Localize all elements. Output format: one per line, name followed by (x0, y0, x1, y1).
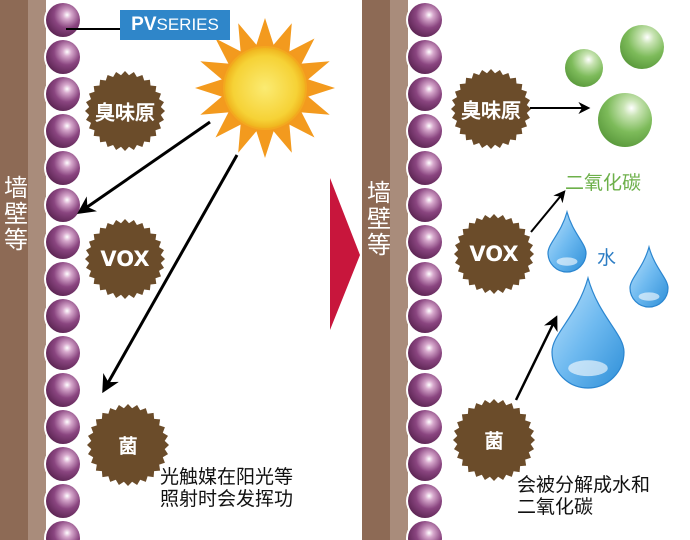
left-caption-line-1: 光触媒在阳光等 (160, 466, 294, 488)
left-photocatalyst-sphere (46, 225, 80, 259)
left-photocatalyst-sphere (46, 299, 80, 333)
right-photocatalyst-sphere (408, 410, 442, 444)
left-photocatalyst-sphere (46, 188, 80, 222)
left-odor-label: 臭味原 (95, 100, 155, 125)
right-photocatalyst-sphere (408, 114, 442, 148)
left-wall-dark (0, 0, 28, 540)
badge-rest: SERIES (156, 15, 219, 34)
left-vox-label: VOX (100, 247, 150, 271)
right-photocatalyst-sphere (408, 262, 442, 296)
left-photocatalyst-sphere (46, 336, 80, 370)
right-vox-label: VOX (469, 242, 519, 266)
right-photocatalyst-sphere (408, 40, 442, 74)
left-odor-blob (85, 71, 165, 151)
left-bacteria-label: 菌 (118, 435, 138, 458)
left-photocatalyst-sphere (46, 410, 80, 444)
left-photocatalyst-sphere (46, 3, 80, 37)
green-molecule (620, 25, 664, 69)
right-bacteria-label: 菌 (484, 430, 504, 453)
left-caption-line-2: 照射时会发挥功 (160, 488, 294, 510)
right-photocatalyst-sphere (408, 447, 442, 481)
right-photocatalyst-sphere (408, 77, 442, 111)
left-photocatalyst-sphere (46, 114, 80, 148)
right-photocatalyst-sphere (408, 3, 442, 37)
left-vox-blob (85, 219, 165, 299)
right-photocatalyst-sphere (408, 225, 442, 259)
water-drop-small (547, 209, 587, 273)
left-caption: 光触媒在阳光等 照射时会发挥功 (160, 466, 293, 510)
water-drop-large-highlight (568, 360, 608, 377)
sunlight-arrow-upper (77, 120, 211, 215)
left-bacteria-blob (87, 404, 169, 486)
green-molecule (565, 49, 603, 87)
water-drop-right (629, 244, 669, 308)
left-photocatalyst-sphere (46, 447, 80, 481)
left-photocatalyst-sphere (46, 40, 80, 74)
water-drop-large (551, 275, 625, 389)
right-photocatalyst-sphere (408, 336, 442, 370)
right-odor-blob (451, 69, 531, 149)
right-wall-light (390, 0, 408, 540)
left-photocatalyst-sphere (46, 151, 80, 185)
sun-core (225, 48, 305, 128)
water-drop-small-highlight (556, 257, 578, 266)
left-photocatalyst-sphere (46, 262, 80, 296)
right-odor-label: 臭味原 (461, 98, 521, 123)
green-molecule (598, 93, 652, 147)
right-vox-blob (454, 214, 534, 294)
right-photocatalyst-sphere (408, 373, 442, 407)
water-drop-right-highlight (638, 292, 660, 301)
right-wall-dark (362, 0, 390, 540)
right-photocatalyst-sphere (408, 188, 442, 222)
right-bacteria-blob (453, 399, 535, 481)
right-caption: 会被分解成水和 二氧化碳 (517, 474, 650, 518)
right-photocatalyst-sphere (408, 151, 442, 185)
right-caption-line-1: 会被分解成水和 (517, 474, 651, 496)
right-photocatalyst-sphere (408, 484, 442, 518)
left-wall-label: 墙壁等 (4, 174, 28, 254)
vox-to-co2-arrow (530, 190, 566, 233)
right-photocatalyst-sphere (408, 521, 442, 540)
left-photocatalyst-sphere (46, 484, 80, 518)
bacteria-to-water-arrow (514, 315, 558, 401)
co2-label: 二氧化碳 (565, 172, 642, 194)
badge-bold: PV (131, 14, 157, 35)
left-wall-light (28, 0, 46, 540)
water-label: 水 (597, 247, 617, 269)
right-caption-line-2: 二氧化碳 (517, 496, 594, 518)
left-photocatalyst-sphere (46, 77, 80, 111)
right-photocatalyst-sphere (408, 299, 442, 333)
left-photocatalyst-sphere (46, 373, 80, 407)
left-photocatalyst-sphere (46, 521, 80, 540)
right-wall-label: 墙壁等 (367, 179, 391, 259)
sunlight-arrow-lower (102, 154, 239, 394)
transition-arrow (330, 178, 360, 330)
